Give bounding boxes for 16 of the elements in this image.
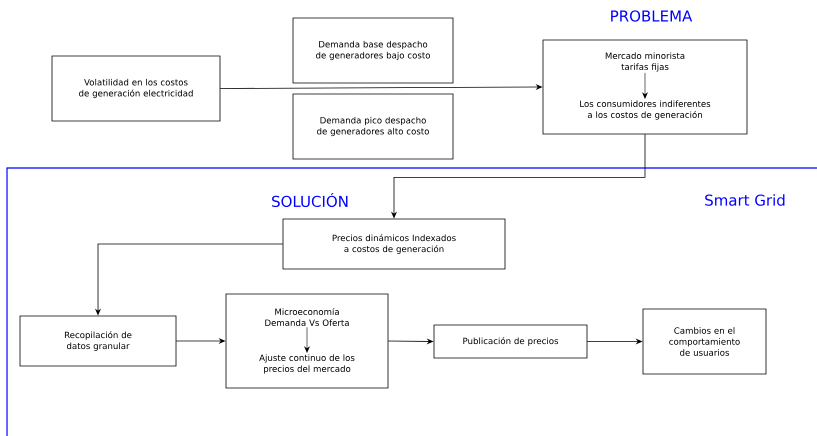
box-text: Los consumidores indiferentes a los costos de generación <box>580 100 710 120</box>
region-heading: Smart Grid <box>705 194 784 206</box>
process-box: Publicación de precios <box>434 324 588 358</box>
section-heading: PROBLEMA <box>611 10 692 22</box>
process-box: Recopilación de datos granular <box>20 316 176 366</box>
process-box <box>542 40 748 134</box>
process-box: Cambios en el comportamiento de usuarios <box>642 308 766 374</box>
box-text: Microeconomía Demanda Vs Oferta <box>265 308 349 326</box>
box-text: Mercado minorista tarifas fijas <box>606 52 684 72</box>
box-text: Ajuste continuo de los precios del mercado <box>259 354 354 374</box>
process-box: Volatilidad en los costos de generación electricidad <box>52 56 220 122</box>
process-box: Precios dinámicos Indexados a costos de generación <box>282 218 506 270</box>
process-box: Demanda base despacho de generadores bajo costo <box>292 18 454 84</box>
process-box <box>226 294 388 388</box>
region-heading: SOLUCIÓN <box>272 192 348 208</box>
process-box: Demanda pico despacho de generadores alto costo <box>292 94 454 160</box>
